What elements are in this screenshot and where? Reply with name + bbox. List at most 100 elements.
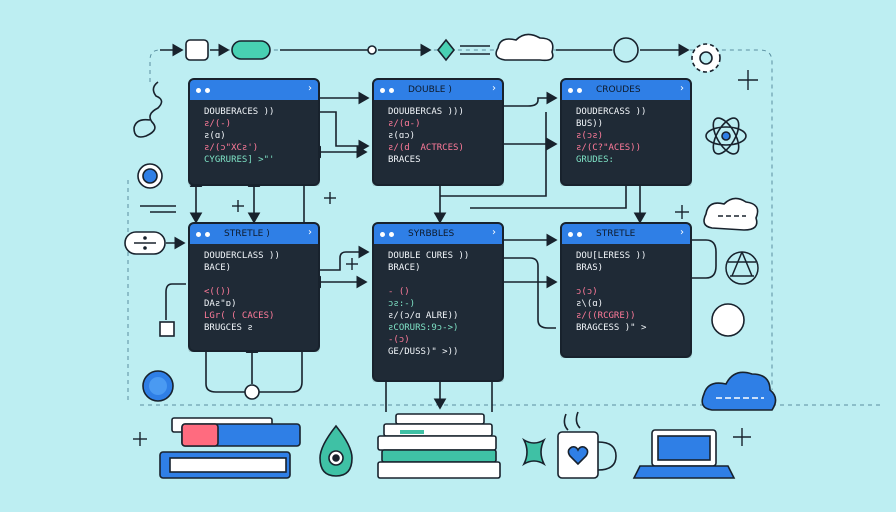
window-dot-icon (389, 231, 394, 237)
code-line: GE/DUSS)" >)) (388, 347, 459, 357)
code-line: ƨ/(ɔ/ɑ ALRE)) (388, 311, 459, 321)
code-line: DOUBLE CURES )) (388, 251, 470, 261)
chevron-right-icon: › (308, 83, 312, 94)
code-window: CROUDES › DOUDERCASS )) BUS)) ƨ(ɔƨ) ƨ/(C?"A… (560, 78, 692, 186)
window-dot-icon (196, 87, 201, 93)
code-line: ƨ/(ɑ-) (388, 119, 421, 129)
code-line: -(ɔ) (388, 335, 410, 345)
server-stack-icon (377, 413, 501, 479)
code-line: ɔ(ɔ) (576, 287, 598, 297)
window-dot-icon (577, 231, 582, 237)
divide-bubble-icon (124, 231, 186, 255)
window-titlebar: › (190, 80, 318, 100)
code-line: ƨ(ɔƨ) (576, 131, 604, 141)
code-window: SYRBBLES › DOUBLE CURES )) BRACE) - () ɔƨ:-… (372, 222, 504, 382)
code-window: › DOUBERACES )) ƨ/(-) ƨ(ɑ) ƨ/(ɔ"XCƨ') CYGRUR… (188, 78, 320, 186)
window-dot-icon (577, 87, 582, 93)
window-dot-icon (380, 231, 385, 237)
code-line (204, 274, 310, 286)
coffee-mug-icon (557, 411, 617, 479)
chevron-right-icon: › (308, 227, 312, 238)
code-line: BRAGCESS )" > (576, 323, 647, 333)
window-titlebar: STRETLE ) › (190, 224, 318, 244)
code-block: DOU[LERESS )) BRAS) ɔ(ɔ) ƨ\(ɑ) ƨ/((RCGRE)) BR… (562, 244, 690, 334)
chevron-right-icon: › (680, 83, 684, 94)
code-line: DOUDERCASS )) (576, 107, 647, 117)
code-line: ƨ/(ɔ"XCƨ') (204, 143, 259, 153)
code-line: BUS)) (576, 119, 604, 129)
window-titlebar: CROUDES › (562, 80, 690, 100)
chevron-right-icon: › (680, 227, 684, 238)
window-title: SYRBBLES (408, 229, 455, 239)
window-dot-icon (196, 231, 201, 237)
cloud-icon (701, 371, 777, 411)
plus-markers (232, 192, 358, 270)
window-titlebar: STRETLE › (562, 224, 690, 244)
code-line: DOUDERCLASS )) (204, 251, 280, 261)
window-title: CROUDES (596, 85, 641, 95)
code-line: DAƨ"ɒ) (204, 299, 237, 309)
link-square-icon (159, 283, 186, 337)
gear-icon (691, 43, 721, 73)
code-line: ƨ(ɑ) (204, 131, 226, 141)
window-dot-icon (568, 87, 573, 93)
code-window: STRETLE › DOU[LERESS )) BRAS) ɔ(ɔ) ƨ\(ɑ) ƨ/(… (560, 222, 692, 358)
drop-eye-icon (319, 424, 353, 477)
code-line (388, 274, 494, 286)
code-line: CYGRURES] >"' (204, 155, 275, 165)
code-line (576, 274, 682, 286)
window-dot-icon (389, 87, 394, 93)
sparkle-icon (133, 70, 758, 446)
code-block: DOUDERCASS )) BUS)) ƨ(ɔƨ) ƨ/(C?"ACES)) GRUDE… (562, 100, 690, 166)
code-line: BRAS) (576, 263, 604, 273)
code-line: ƨ/(d ACTRCES) (388, 143, 464, 153)
atom-icon (705, 117, 747, 155)
code-line: ƨ/(C?"ACES)) (576, 143, 642, 153)
code-line: DOU[LERESS )) (576, 251, 647, 261)
window-title: STRETLE (596, 229, 636, 239)
code-line: DOUUBERCAS ))) (388, 107, 464, 117)
chevron-right-icon: › (492, 227, 496, 238)
code-line: GRUDES: (576, 155, 614, 165)
code-block: DOUBLE CURES )) BRACE) - () ɔƨ:-) ƨ/(ɔ/ɑ ALR… (374, 244, 502, 358)
code-line: ƨ/(-) (204, 119, 232, 129)
code-line: BRACE) (388, 263, 421, 273)
bubble-icon (711, 303, 745, 337)
code-line: LGr( ( CACES) (204, 311, 275, 321)
code-line: BRUGCES ƨ (204, 323, 253, 333)
code-line: - () (388, 287, 410, 297)
top-flow (160, 33, 690, 63)
code-block: DOUDERCLASS )) BACE) <(()) DAƨ"ɒ) LGr( ( CAC… (190, 244, 318, 334)
blue-ball-icon (142, 370, 174, 402)
code-line: ɔƨ:-) (388, 299, 416, 309)
window-title: STRETLE ) (224, 229, 270, 239)
code-block: DOUBERACES )) ƨ/(-) ƨ(ɑ) ƨ/(ɔ"XCƨ') CYGRURES… (190, 100, 318, 166)
chevron-right-icon: › (492, 83, 496, 94)
book-stack-icon (159, 417, 301, 479)
window-titlebar: SYRBBLES › (374, 224, 502, 244)
code-line: ƨCORURS:9ɔ->) (388, 323, 459, 333)
code-line: BRACES (388, 155, 421, 165)
window-dot-icon (380, 87, 385, 93)
laptop-icon (632, 429, 736, 479)
code-line: ƨ/((RCGRE)) (576, 311, 636, 321)
code-line: DOUBERACES )) (204, 107, 275, 117)
window-title: DOUBLE ) (408, 85, 452, 95)
code-line: ƨ(ɑɔ) (388, 131, 416, 141)
window-dot-icon (205, 231, 210, 237)
window-dot-icon (205, 87, 210, 93)
window-dot-icon (568, 231, 573, 237)
code-window: STRETLE ) › DOUDERCLASS )) BACE) <(()) DAƨ"… (188, 222, 320, 352)
cross-ribbon-icon (522, 437, 546, 467)
network-icon (725, 251, 759, 285)
node-dot-icon (137, 163, 176, 213)
code-line: ƨ\(ɑ) (576, 299, 604, 309)
code-line: BACE) (204, 263, 232, 273)
chat-cloud-icon (703, 197, 759, 231)
code-line: <(()) (204, 287, 232, 297)
squiggle-icon (133, 81, 163, 138)
window-titlebar: DOUBLE ) › (374, 80, 502, 100)
connectors (189, 91, 717, 412)
code-block: DOUUBERCAS ))) ƨ/(ɑ-) ƨ(ɑɔ) ƨ/(d ACTRCES) BR… (374, 100, 502, 166)
